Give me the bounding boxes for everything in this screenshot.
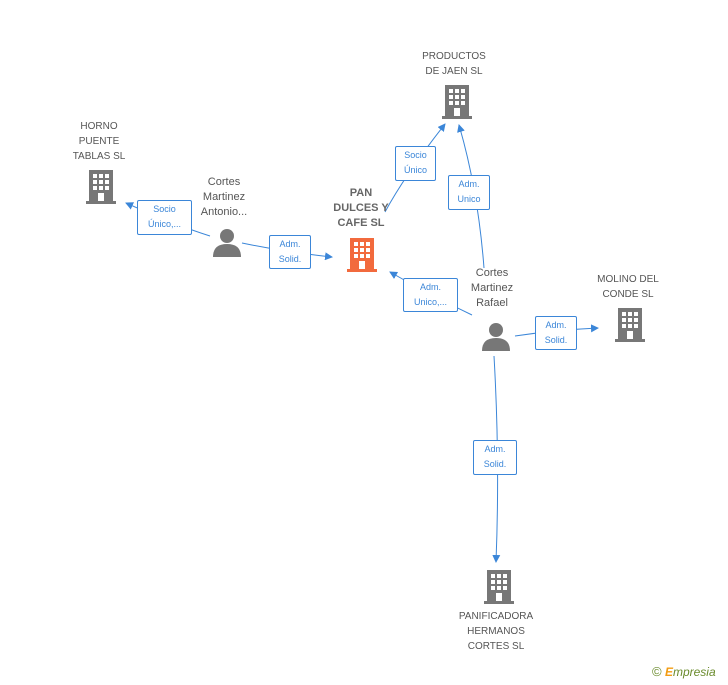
- edge-label-line: Único,...: [147, 219, 181, 229]
- edge-label-line: Unico: [457, 194, 481, 204]
- label-line: CORTES SL: [467, 641, 525, 652]
- edge-label-rafael-panificadora[interactable]: Adm. Solid.: [473, 440, 517, 475]
- label-line: TABLAS SL: [72, 151, 126, 162]
- building-icon[interactable]: [615, 308, 645, 342]
- building-icon[interactable]: [86, 170, 116, 204]
- label-line: CONDE SL: [602, 289, 654, 300]
- label-line: Cortes: [475, 267, 509, 279]
- label-line: PRODUCTOS: [422, 51, 486, 62]
- node-label-antonio[interactable]: Cortes Martinez Antonio...: [184, 175, 264, 220]
- label-line: HORNO: [80, 121, 118, 132]
- label-line: Rafael: [476, 297, 508, 309]
- edge-label-line: Adm.: [279, 239, 301, 249]
- edge-label-line: Adm.: [545, 320, 567, 330]
- label-line: MOLINO DEL: [597, 274, 659, 285]
- edge-label-line: Solid.: [278, 254, 302, 264]
- edge-label-rafael-molino[interactable]: Adm. Solid.: [535, 316, 577, 350]
- label-line: DE JAEN SL: [425, 66, 483, 77]
- edge-label-line: Solid.: [544, 335, 568, 345]
- node-label-pan-dulces[interactable]: PAN DULCES Y CAFE SL: [320, 186, 402, 231]
- edge-label-line: Socio: [153, 204, 176, 214]
- edge-label-rafael-pan[interactable]: Adm. Unico,...: [403, 278, 458, 312]
- edge-label-antonio-horno[interactable]: Socio Único,...: [137, 200, 192, 235]
- edge-label-socio-productos[interactable]: Socio Único: [395, 146, 436, 181]
- edge-label-line: Adm.: [484, 444, 506, 454]
- brand-initial: E: [664, 665, 673, 679]
- building-icon[interactable]: [484, 570, 514, 604]
- building-icon-main[interactable]: [347, 238, 377, 272]
- empresia-logo: © Empresia: [652, 664, 716, 679]
- label-line: CAFE SL: [337, 217, 385, 229]
- edge-label-antonio-pan[interactable]: Adm. Solid.: [269, 235, 311, 269]
- label-line: HERMANOS: [467, 626, 525, 637]
- node-label-molino[interactable]: MOLINO DEL CONDE SL: [583, 272, 673, 302]
- label-line: PANIFICADORA: [458, 611, 534, 622]
- person-icon[interactable]: [481, 323, 511, 351]
- edge-label-line: Unico,...: [413, 297, 447, 307]
- label-line: PUENTE: [78, 136, 120, 147]
- edge-label-line: Adm.: [419, 282, 441, 292]
- edge-label-line: Único: [403, 165, 427, 175]
- edge-label-line: Solid.: [483, 459, 507, 469]
- node-label-rafael[interactable]: Cortes Martinez Rafael: [452, 266, 532, 311]
- edge-label-line: Adm.: [458, 179, 480, 189]
- brand-name: mpresia: [672, 665, 716, 679]
- label-line: PAN: [349, 187, 373, 199]
- label-line: Antonio...: [200, 206, 248, 218]
- label-line: Martinez: [202, 191, 246, 203]
- node-label-productos[interactable]: PRODUCTOS DE JAEN SL: [404, 49, 504, 79]
- edge-label-rafael-productos[interactable]: Adm. Unico: [448, 175, 490, 210]
- copyright-symbol: ©: [652, 664, 662, 679]
- label-line: DULCES Y: [333, 202, 389, 214]
- label-line: Martinez: [470, 282, 514, 294]
- node-label-panificadora[interactable]: PANIFICADORA HERMANOS CORTES SL: [446, 609, 546, 654]
- person-icon[interactable]: [212, 229, 242, 257]
- label-line: Cortes: [207, 176, 241, 188]
- edge-label-line: Socio: [404, 150, 427, 160]
- building-icon[interactable]: [442, 85, 472, 119]
- node-label-horno[interactable]: HORNO PUENTE TABLAS SL: [54, 119, 144, 164]
